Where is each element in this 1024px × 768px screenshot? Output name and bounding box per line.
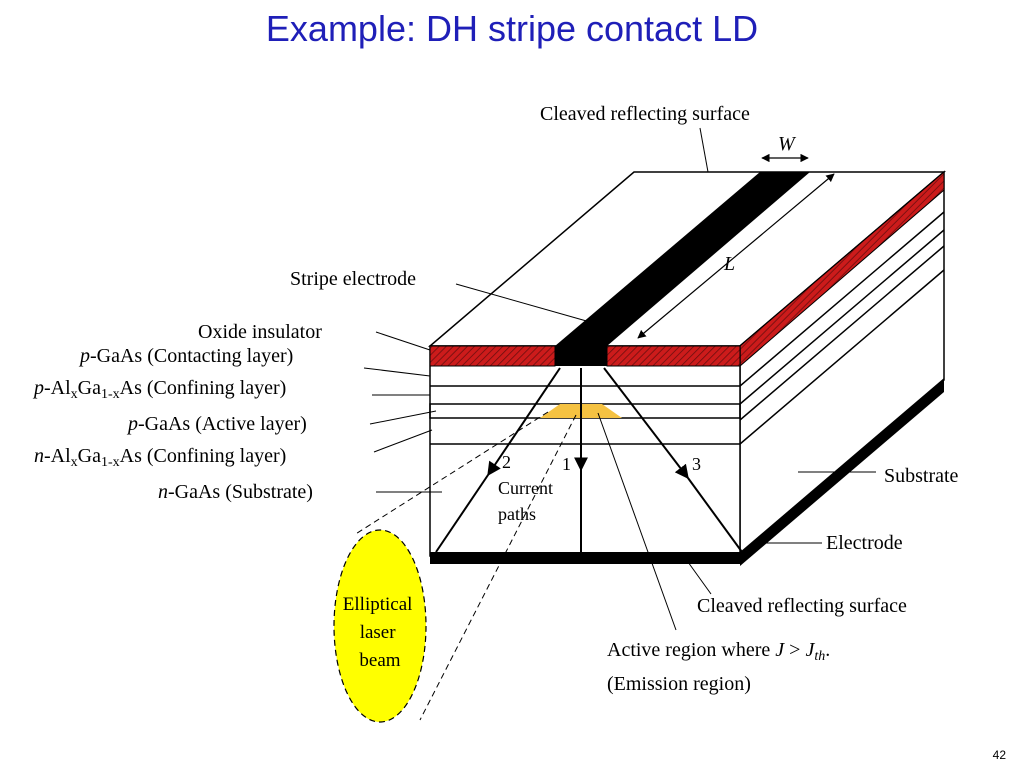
cleaved-top-label: Cleaved reflecting surface — [540, 103, 750, 125]
n-gaas-substrate-label: n-GaAs (Substrate) — [158, 481, 313, 503]
current-path-3 — [603, 367, 689, 480]
stripe-electrode-leader — [455, 283, 591, 323]
p-gaas-active-label: p-GaAs (Active layer) — [126, 413, 307, 435]
right-layer-line — [739, 229, 945, 405]
front-oxide-right — [606, 345, 741, 367]
p-gaas-contact-label: p-GaAs (Contacting layer) — [78, 345, 293, 367]
oxide-leader — [375, 331, 431, 351]
page-number: 42 — [992, 748, 1006, 762]
emission-region-label: (Emission region) — [607, 673, 751, 695]
active-region-leader — [597, 412, 677, 631]
stripe-electrode-label: Stripe electrode — [290, 268, 416, 290]
electrode-label: Electrode — [826, 532, 903, 554]
n-algaas-label: n-AlxGa1-xAs (Confining layer) — [34, 445, 286, 470]
current-path-3-tail — [687, 477, 743, 553]
cleaved-bottom-leader — [687, 561, 712, 595]
cleaved-bottom-label: Cleaved reflecting surface — [697, 595, 907, 617]
current-path-2-tail — [435, 474, 489, 553]
oxide-insulator-label: Oxide insulator — [198, 321, 322, 343]
n-algaas-leader — [373, 429, 433, 453]
right-layer-line — [739, 211, 945, 387]
cleaved-top-leader — [699, 127, 709, 173]
p-gaas-contact-leader — [363, 367, 431, 377]
w-label: W — [778, 133, 797, 155]
front-oxide-left — [429, 345, 556, 367]
beam-label: Elliptical laser beam — [343, 594, 417, 671]
laser-beam-ellipse — [333, 529, 427, 723]
path-3-label: 3 — [692, 454, 701, 474]
path-2-label: 2 — [502, 452, 511, 472]
p-algaas-label: p-AlxGa1-xAs (Confining layer) — [32, 377, 286, 402]
p-gaas-active-leader — [369, 410, 437, 425]
front-stripe-contact — [555, 346, 607, 366]
beam-projection-line — [419, 414, 577, 721]
slide-title: Example: DH stripe contact LD — [265, 8, 759, 49]
substrate-label: Substrate — [884, 465, 959, 487]
right-layer-line — [739, 245, 945, 421]
l-dimension-arrow — [637, 173, 835, 339]
active-region-label: Active region where J > Jth. — [607, 639, 830, 664]
right-layer-line — [739, 269, 945, 445]
front-face — [429, 345, 741, 557]
current-path-2 — [487, 367, 561, 477]
beam-projection-line — [353, 411, 549, 536]
current-paths-label: Current paths — [498, 478, 557, 524]
bottom-electrode — [430, 552, 740, 564]
path-1-label: 1 — [562, 454, 571, 474]
l-label: L — [723, 253, 735, 275]
